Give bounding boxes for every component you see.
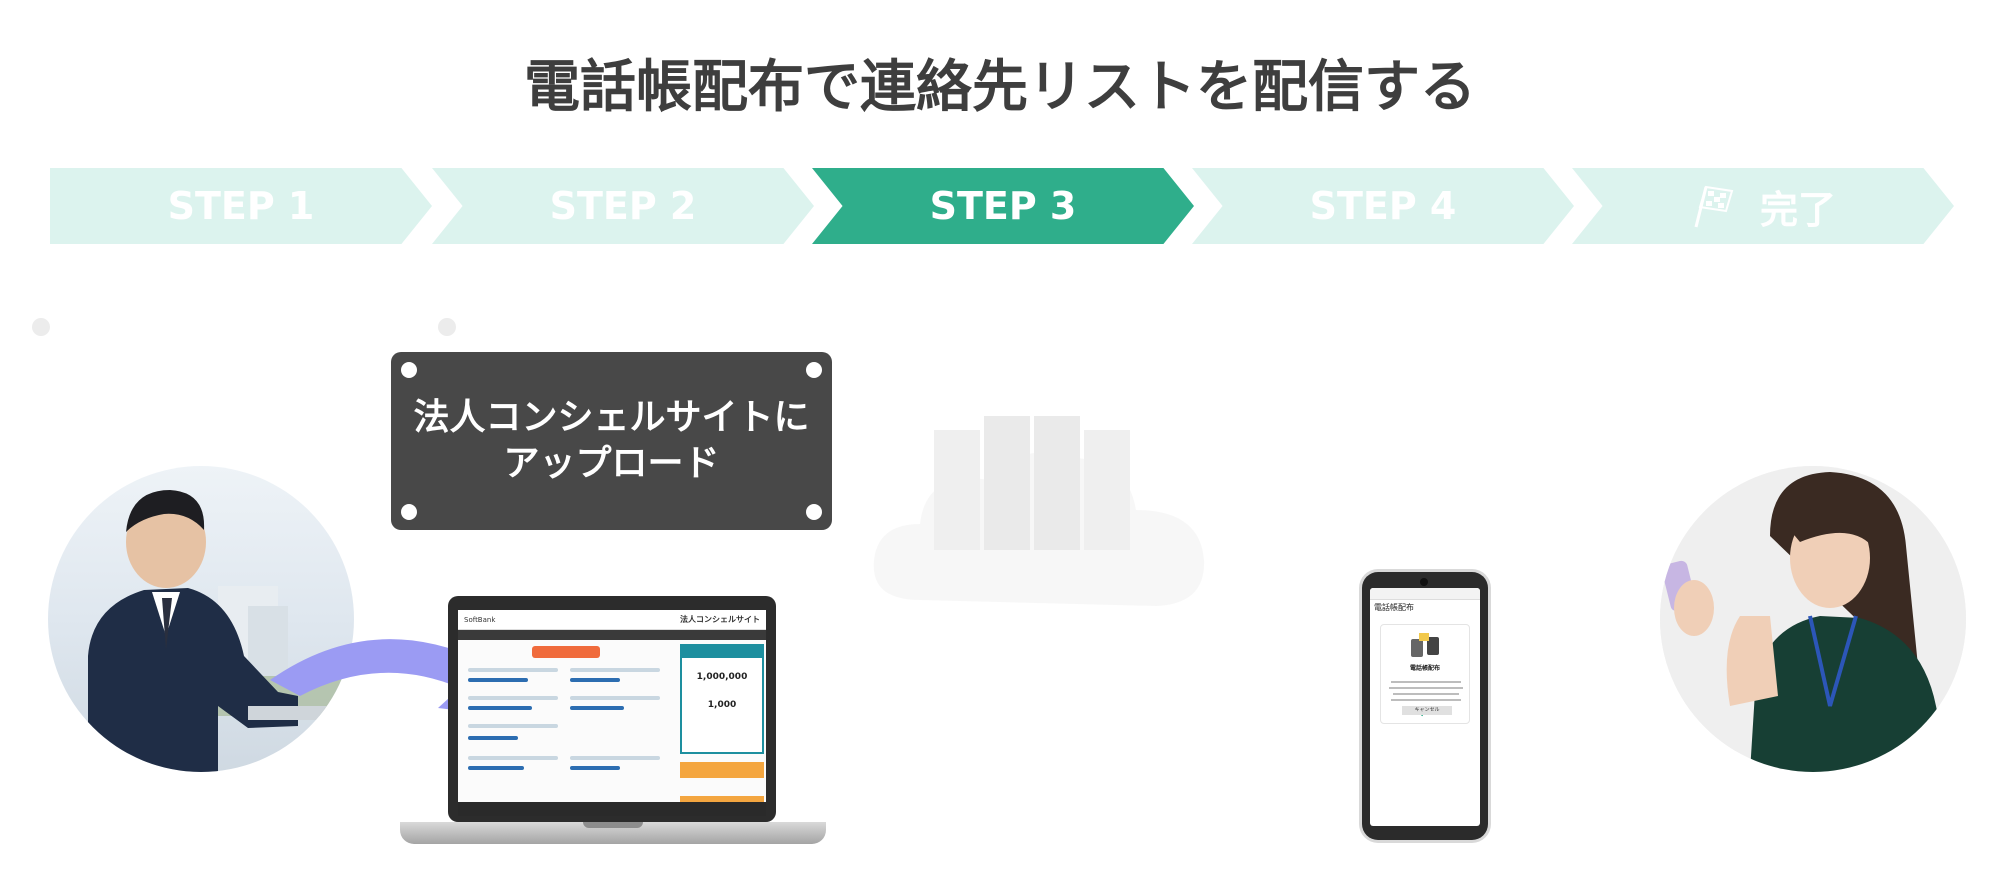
screw-icon (806, 362, 822, 378)
step-2-label: STEP 2 (549, 184, 697, 228)
usage-panel: 1,000,000 1,000 (680, 644, 764, 754)
phone-app-title: 電話帳配布 (1374, 603, 1414, 612)
usage-value-2: 1,000 (707, 700, 737, 710)
page-title: 電話帳配布で連絡先リストを配信する (524, 55, 1476, 120)
step-4-label: STEP 4 (1309, 184, 1457, 228)
cloud-server-icon (873, 416, 1205, 606)
usage-value-1: 1,000,000 (696, 672, 748, 682)
step-3: STEP 3 (812, 168, 1194, 244)
step-3-label: STEP 3 (929, 184, 1077, 228)
step-1: STEP 1 (50, 168, 432, 244)
upload-label-line2: アップロード (503, 443, 720, 484)
concierge-site-screenshot: SoftBank 法人コンシェルサイト 1,000,000 1,000 (458, 610, 766, 816)
camera-icon (1420, 578, 1428, 586)
cancel-button[interactable]: キャンセル (1402, 706, 1452, 715)
checkered-flag-icon (1694, 185, 1734, 228)
decorative-dot (32, 318, 50, 336)
screw-icon (806, 504, 822, 520)
woman-photo (1660, 466, 1966, 772)
step-1-label: STEP 1 (167, 184, 315, 228)
dialog-title: 電話帳配布 (1409, 665, 1440, 672)
smartphone: 電話帳配布 電話帳配布 キャンセル (1362, 572, 1488, 840)
decorative-dot (438, 318, 456, 336)
softbank-logo: SoftBank (464, 616, 496, 624)
upload-label-board: 法人コンシェルサイトに アップロード (391, 352, 832, 530)
step-complete-label: 完了 (1759, 187, 1836, 232)
step-complete: 完了 (1572, 168, 1954, 244)
site-name: 法人コンシェルサイト (680, 615, 760, 624)
upload-label-line1: 法人コンシェルサイトに (413, 397, 810, 438)
laptop-screen: SoftBank 法人コンシェルサイト 1,000,000 1,000 (448, 596, 776, 822)
screw-icon (401, 504, 417, 520)
phone-screen: 電話帳配布 電話帳配布 キャンセル (1370, 588, 1480, 826)
laptop: SoftBank 法人コンシェルサイト 1,000,000 1,000 (400, 596, 826, 854)
step-4: STEP 4 (1192, 168, 1574, 244)
step-2: STEP 2 (432, 168, 814, 244)
phones-illustration-icon (1411, 633, 1439, 657)
screw-icon (401, 362, 417, 378)
